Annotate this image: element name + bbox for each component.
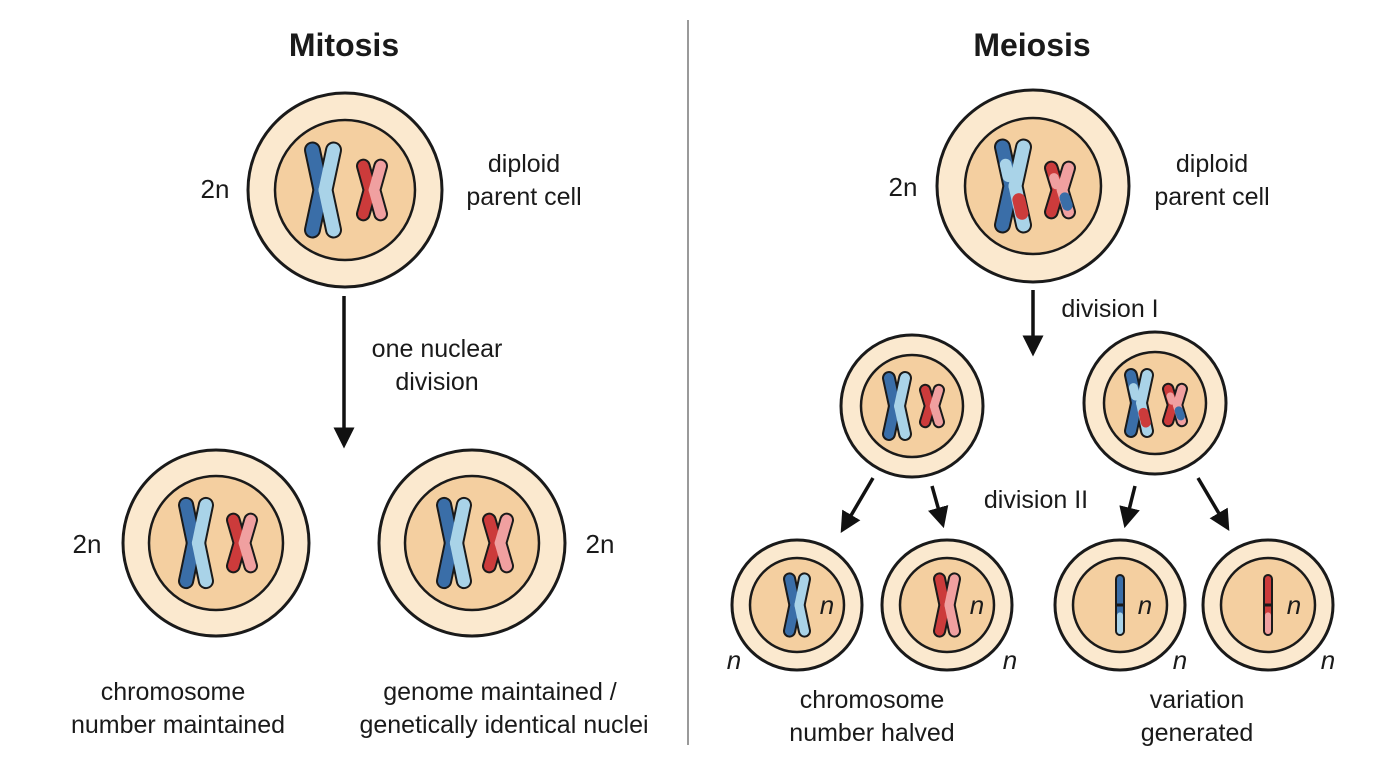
chromosome-recombinant-red xyxy=(1043,160,1077,220)
chromosome-recombinant-red xyxy=(1162,382,1188,428)
meiosis-division-2-arrow xyxy=(928,485,949,529)
mitosis-title: Mitosis xyxy=(289,27,399,63)
mitosis-division-label-2: division xyxy=(395,368,478,396)
meiosis-caption-left-1: chromosome xyxy=(800,686,945,714)
chromatid-red xyxy=(1263,574,1273,636)
mitosis-daughter-left xyxy=(121,448,311,638)
meiosis-parent-label-1: diploid xyxy=(1176,150,1248,178)
chromosome-blue xyxy=(782,572,812,638)
meiosis-caption-right-1: variation xyxy=(1150,686,1245,714)
meiosis-division-1-label: division I xyxy=(1061,295,1158,323)
chromatid-blue xyxy=(1115,574,1125,636)
meiosis-caption-right-2: generated xyxy=(1141,719,1254,747)
meiosis-division-2-arrow xyxy=(1196,477,1230,532)
haploid-label: n xyxy=(1287,590,1301,620)
chromosome-red xyxy=(482,512,514,574)
meiosis-intermediate-left xyxy=(839,333,985,479)
chromosome-recombinant-blue xyxy=(1123,368,1155,438)
chromosome-recombinant-blue xyxy=(994,138,1032,234)
haploid-label: n xyxy=(1138,590,1152,620)
mitosis-daughter-right-ploidy: 2n xyxy=(586,529,615,559)
chromosome-blue xyxy=(435,496,473,590)
meiosis-parent-cell xyxy=(935,88,1131,284)
mitosis-caption-left-2: number maintained xyxy=(71,711,285,739)
mitosis-caption-left-1: chromosome xyxy=(101,678,246,706)
chromosome-blue xyxy=(178,496,214,590)
meiosis-intermediate-right xyxy=(1082,330,1228,476)
haploid-label: n xyxy=(1003,645,1017,675)
chromosome-blue xyxy=(882,371,912,441)
mitosis-parent-cell xyxy=(246,91,444,289)
meiosis-gamete-2 xyxy=(880,538,1014,672)
meiosis-division-2-arrow xyxy=(1119,485,1140,529)
haploid-label: n xyxy=(820,590,834,620)
mitosis-daughter-right xyxy=(377,448,567,638)
chromosome-red xyxy=(918,383,946,429)
chromosome-red xyxy=(932,572,962,638)
meiosis-division-2-label: division II xyxy=(984,486,1088,514)
haploid-label: n xyxy=(727,645,741,675)
mitosis-parent-label-2: parent cell xyxy=(466,183,581,211)
meiosis-gamete-4 xyxy=(1201,538,1335,672)
chromosome-blue xyxy=(303,141,343,239)
mitosis-caption-right-1: genome maintained / xyxy=(383,678,617,706)
meiosis-title: Meiosis xyxy=(973,27,1090,63)
meiosis-parent-label-2: parent cell xyxy=(1154,183,1269,211)
chromosome-red xyxy=(226,512,258,574)
meiosis-gamete-1 xyxy=(730,538,864,672)
meiosis-gamete-3 xyxy=(1053,538,1187,672)
haploid-label: n xyxy=(970,590,984,620)
mitosis-division-label-1: one nuclear xyxy=(372,335,503,363)
mitosis-parent-ploidy: 2n xyxy=(201,174,230,204)
meiosis-caption-left-2: number halved xyxy=(789,719,954,747)
haploid-label: n xyxy=(1173,645,1187,675)
meiosis-parent-ploidy: 2n xyxy=(889,172,918,202)
mitosis-caption-right-2: genetically identical nuclei xyxy=(359,711,648,739)
mitosis-daughter-left-ploidy: 2n xyxy=(73,529,102,559)
haploid-label: n xyxy=(1321,645,1335,675)
mitosis-parent-label-1: diploid xyxy=(488,150,560,178)
meiosis-division-2-arrow xyxy=(840,477,875,534)
chromosome-red xyxy=(356,158,388,222)
